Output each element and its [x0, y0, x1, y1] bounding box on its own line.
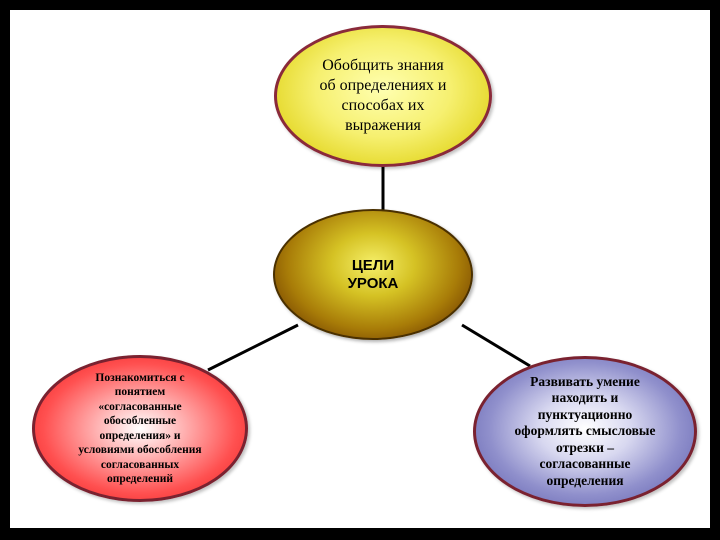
goal-develop-skill-label: Развивать умение находить и пунктуационн… [514, 373, 656, 488]
lesson-goals-center: ЦЕЛИ УРОКА [273, 209, 473, 340]
goal-generalize-knowledge-label: Обобщить знания об определениях и способ… [319, 57, 447, 134]
lesson-goals-label: ЦЕЛИ УРОКА [347, 256, 399, 292]
goal-learn-concept-label: Познакомиться с понятием «согласованные … [78, 371, 202, 486]
goal-learn-concept: Познакомиться с понятием «согласованные … [32, 355, 248, 502]
connector-right [461, 323, 531, 368]
goal-generalize-knowledge: Обобщить знания об определениях и способ… [274, 25, 492, 167]
goal-develop-skill: Развивать умение находить и пунктуационн… [473, 356, 697, 507]
connector-left [207, 323, 299, 372]
